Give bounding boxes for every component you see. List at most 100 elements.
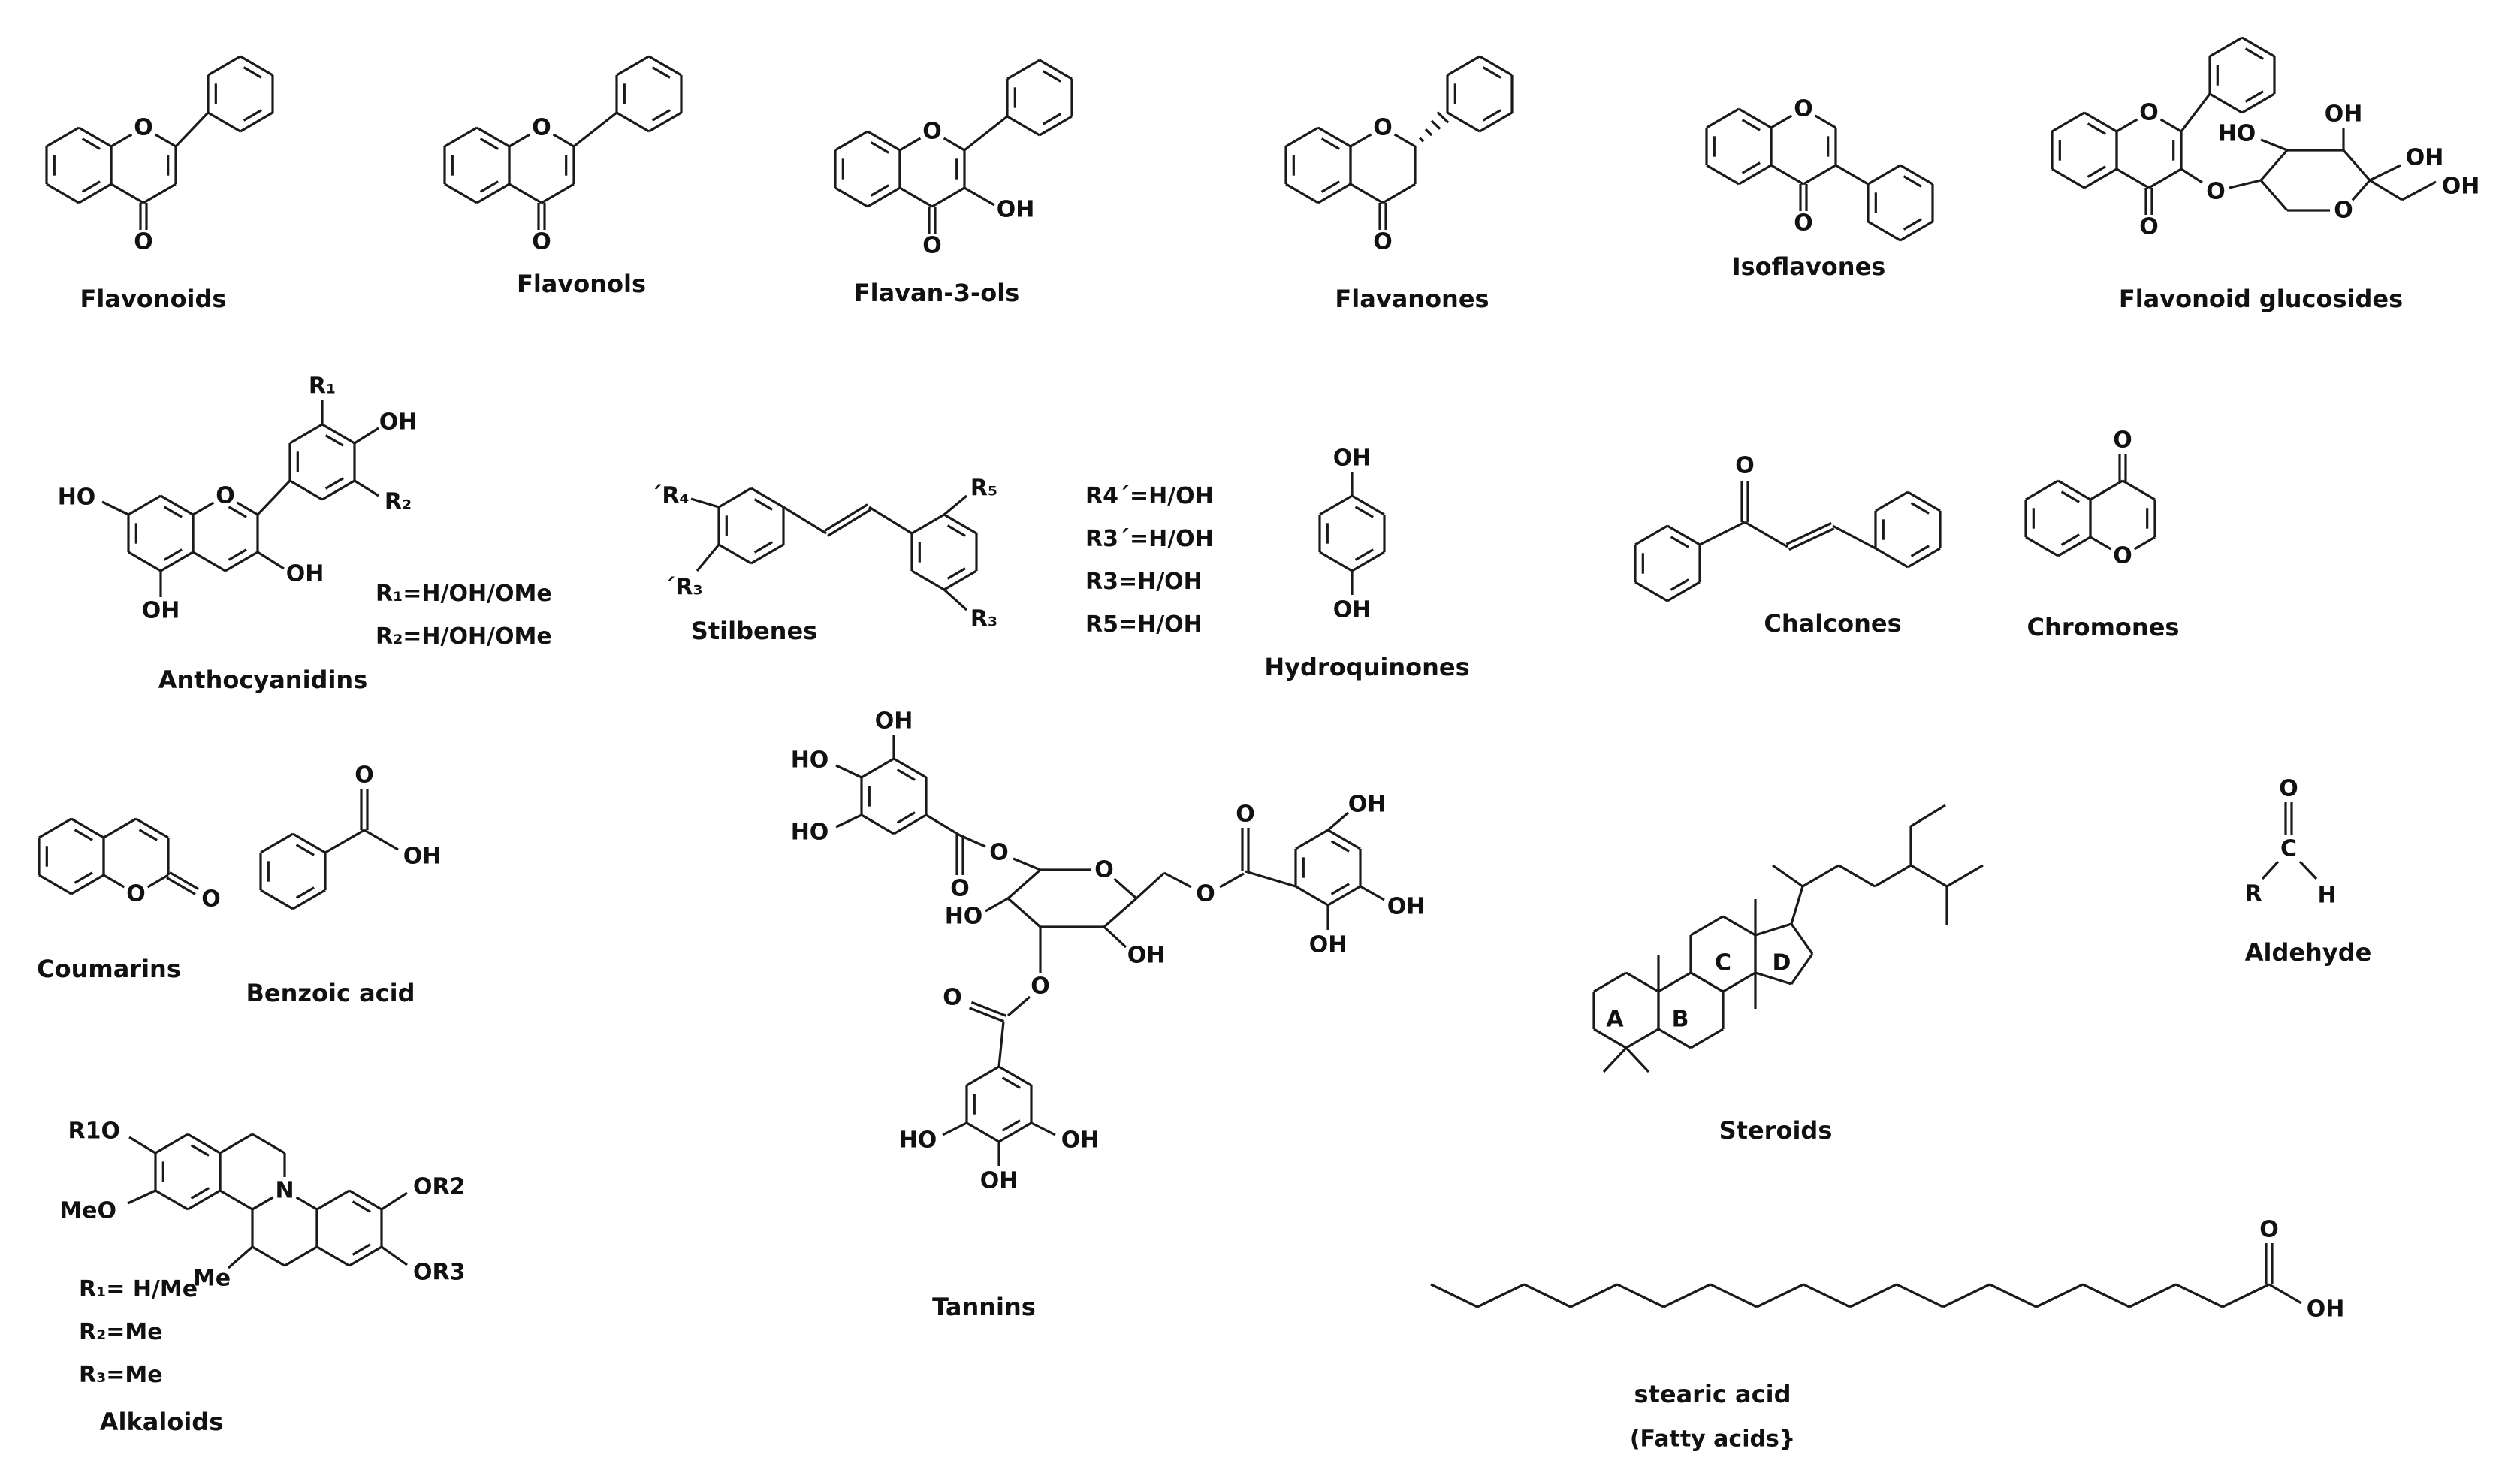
aromatic-inner-line bbox=[1903, 218, 1922, 231]
ring-bond-line bbox=[110, 183, 144, 204]
bond-line bbox=[783, 506, 827, 535]
atom-label: R1O bbox=[68, 1118, 120, 1145]
ring-bond-line bbox=[187, 1133, 221, 1155]
double-bond-line bbox=[1788, 527, 1835, 551]
aromatic-inner-line bbox=[1670, 578, 1689, 591]
ring-bond-line bbox=[1327, 885, 1361, 907]
atom-label: O bbox=[1794, 210, 1813, 237]
structure-flavonols: OO bbox=[443, 55, 683, 255]
double-bond-line bbox=[827, 509, 871, 537]
aromatic-inner-line bbox=[1001, 1076, 1021, 1089]
bond-line bbox=[1013, 857, 1041, 871]
bond-line bbox=[925, 813, 961, 837]
bond-line bbox=[364, 829, 399, 851]
chain-bond-line bbox=[1989, 1283, 2037, 1308]
aromatic-inner-line bbox=[352, 1200, 371, 1213]
ring-bond-line bbox=[1393, 133, 1416, 148]
ring-bond-line bbox=[155, 1189, 189, 1211]
caption-flavonoid-glucosides: Flavonoid glucosides bbox=[2118, 285, 2404, 313]
ring-bond-line bbox=[1738, 107, 1772, 129]
ring-bond-line bbox=[252, 1196, 274, 1211]
atom-label: C bbox=[2280, 836, 2297, 862]
ring-bond-line bbox=[160, 494, 194, 516]
ring-bond-line bbox=[2025, 536, 2059, 557]
ring-bond-line bbox=[2051, 111, 2085, 133]
bond-line bbox=[1360, 885, 1385, 901]
ring-bond-line bbox=[128, 494, 161, 516]
ring-bond-line bbox=[252, 1245, 285, 1267]
ring-bond-line bbox=[292, 832, 326, 854]
aromatic-inner-line bbox=[479, 180, 499, 193]
bond-line bbox=[2180, 93, 2211, 132]
ring-bond-line bbox=[893, 757, 927, 779]
atom-label: H bbox=[2317, 883, 2336, 909]
ring-bond-line bbox=[349, 1245, 382, 1267]
ring-bond-line bbox=[1479, 111, 1513, 133]
ring-bond-line bbox=[240, 55, 273, 77]
ring-bond-line bbox=[1907, 547, 1941, 569]
aromatic-inner-line bbox=[190, 1187, 210, 1200]
aromatic-inner-line bbox=[896, 768, 916, 781]
bond-line bbox=[227, 1245, 254, 1269]
ring-bond-line bbox=[154, 133, 177, 148]
ring-bond-line bbox=[1770, 114, 1793, 129]
chain-bond-line bbox=[1942, 1283, 1990, 1308]
caption-aldehyde: Aldehyde bbox=[2244, 938, 2372, 967]
bond-line bbox=[690, 497, 720, 509]
aromatic-inner-line bbox=[651, 109, 671, 122]
atom-label: HO bbox=[945, 904, 983, 930]
atom-label: OR2 bbox=[413, 1174, 465, 1200]
ring-bond-line bbox=[1634, 524, 1668, 546]
atom-label: OH bbox=[286, 561, 324, 587]
stilbenes-substituent-notes: R4´=H/OH R3´=H/OH R3=H/OH R5=H/OH bbox=[1085, 475, 1214, 646]
ring-bond-line bbox=[1634, 581, 1668, 602]
aromatic-inner-line bbox=[1903, 175, 1922, 188]
ring-bond-line bbox=[1706, 164, 1740, 186]
caption-hydroquinones: Hydroquinones bbox=[1264, 653, 1470, 681]
bond-line bbox=[1135, 871, 1166, 900]
ring-bond-line bbox=[1755, 922, 1792, 937]
ring-bond-line bbox=[1770, 164, 1804, 186]
ring-bond-line bbox=[966, 1121, 1000, 1143]
bond-line bbox=[354, 427, 379, 445]
ring-bond-line bbox=[509, 133, 531, 148]
ring-bond-line bbox=[1667, 581, 1701, 602]
ring-bond-line bbox=[71, 817, 104, 839]
chain-bond-line bbox=[2175, 1283, 2223, 1308]
atom-label: O bbox=[1031, 973, 1050, 1000]
atom-label: Me bbox=[193, 1266, 231, 1292]
ring-bond-line bbox=[1327, 829, 1361, 850]
ring-bond-line bbox=[1006, 115, 1040, 137]
atom-label: OH bbox=[1387, 894, 1426, 920]
aromatic-inner-line bbox=[81, 137, 101, 150]
ring-bond-line bbox=[128, 551, 161, 572]
note-line: R5=H/OH bbox=[1085, 611, 1203, 638]
bond-line bbox=[1625, 1046, 1650, 1073]
ring-bond-line bbox=[2051, 168, 2085, 189]
atom-label: MeO bbox=[59, 1198, 116, 1224]
aromatic-inner-line bbox=[870, 141, 889, 154]
ring-bond-line bbox=[1593, 971, 1627, 993]
bond-line bbox=[696, 543, 720, 572]
aromatic-inner-line bbox=[2244, 47, 2264, 60]
bond-line bbox=[354, 479, 379, 497]
bond-line bbox=[1772, 864, 1803, 888]
ring-bond-line bbox=[1319, 551, 1353, 572]
ring-bond-line bbox=[2084, 111, 2117, 133]
caption-flavan-3-ols: Flavan-3-ols bbox=[853, 279, 1020, 307]
bond-line bbox=[381, 1245, 408, 1266]
aromatic-inner-line bbox=[2244, 90, 2264, 103]
aromatic-inner-line bbox=[946, 567, 966, 580]
ring-bond-line bbox=[1447, 111, 1480, 133]
bond-line bbox=[2260, 138, 2288, 152]
ring-bond-line bbox=[444, 183, 478, 204]
atom-label: O bbox=[950, 876, 970, 902]
ring-bond-line bbox=[2057, 479, 2091, 501]
ring-bond-line bbox=[552, 133, 575, 148]
aromatic-inner-line bbox=[74, 871, 93, 884]
atom-label: O bbox=[922, 233, 942, 259]
aromatic-inner-line bbox=[228, 548, 247, 561]
